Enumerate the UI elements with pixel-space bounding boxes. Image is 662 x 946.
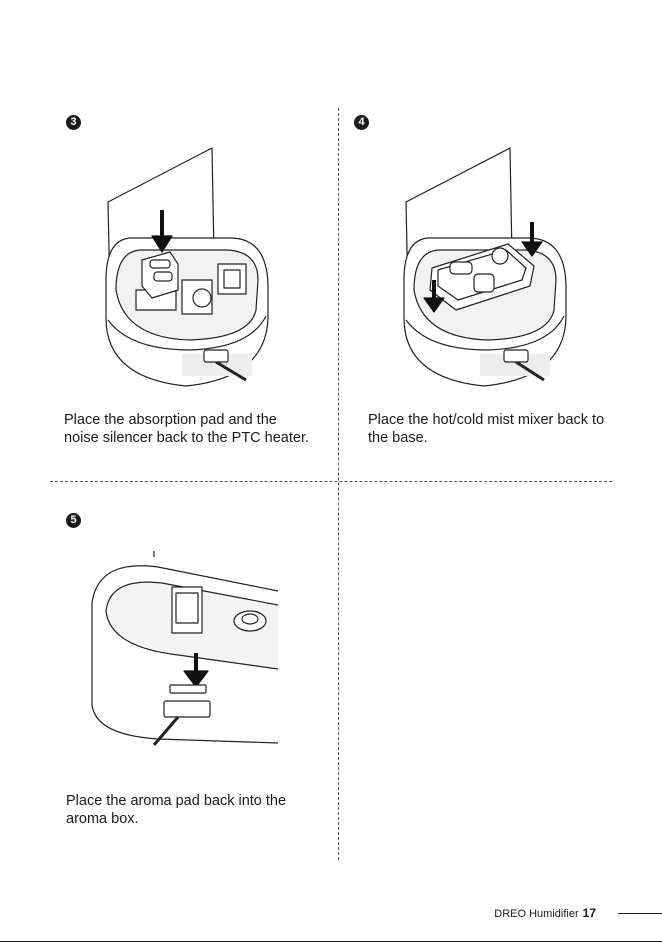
horizontal-divider <box>50 481 612 482</box>
step-5-number-badge: 5 <box>66 513 81 528</box>
page-number: 17 <box>583 906 596 920</box>
step-5-illustration <box>88 545 280 750</box>
footer-brand: DREO Humidifier <box>494 908 578 920</box>
vertical-divider <box>338 108 339 860</box>
step-3-number-badge: 3 <box>66 115 81 130</box>
step-4-caption-line-2: the base. <box>368 430 428 446</box>
step-4-caption: Place the hot/cold mist mixer back to th… <box>368 411 604 447</box>
step-5-caption-line-2: aroma box. <box>66 811 139 827</box>
step-4-illustration <box>398 140 578 390</box>
step-4-number-badge: 4 <box>354 115 369 130</box>
step-3-illustration <box>100 140 280 390</box>
step-5-caption: Place the aroma pad back into the aroma … <box>66 792 286 828</box>
step-3-caption-line-2: noise silencer back to the PTC heater. <box>64 430 309 446</box>
footer: DREO Humidifier 17 <box>494 906 596 920</box>
footer-rule <box>618 913 662 914</box>
bottom-rule <box>0 941 662 942</box>
step-3-caption: Place the absorption pad and the noise s… <box>64 411 309 447</box>
step-3-caption-line-1: Place the absorption pad and the <box>64 412 277 428</box>
step-4-caption-line-1: Place the hot/cold mist mixer back to <box>368 412 604 428</box>
step-5-caption-line-1: Place the aroma pad back into the <box>66 793 286 809</box>
